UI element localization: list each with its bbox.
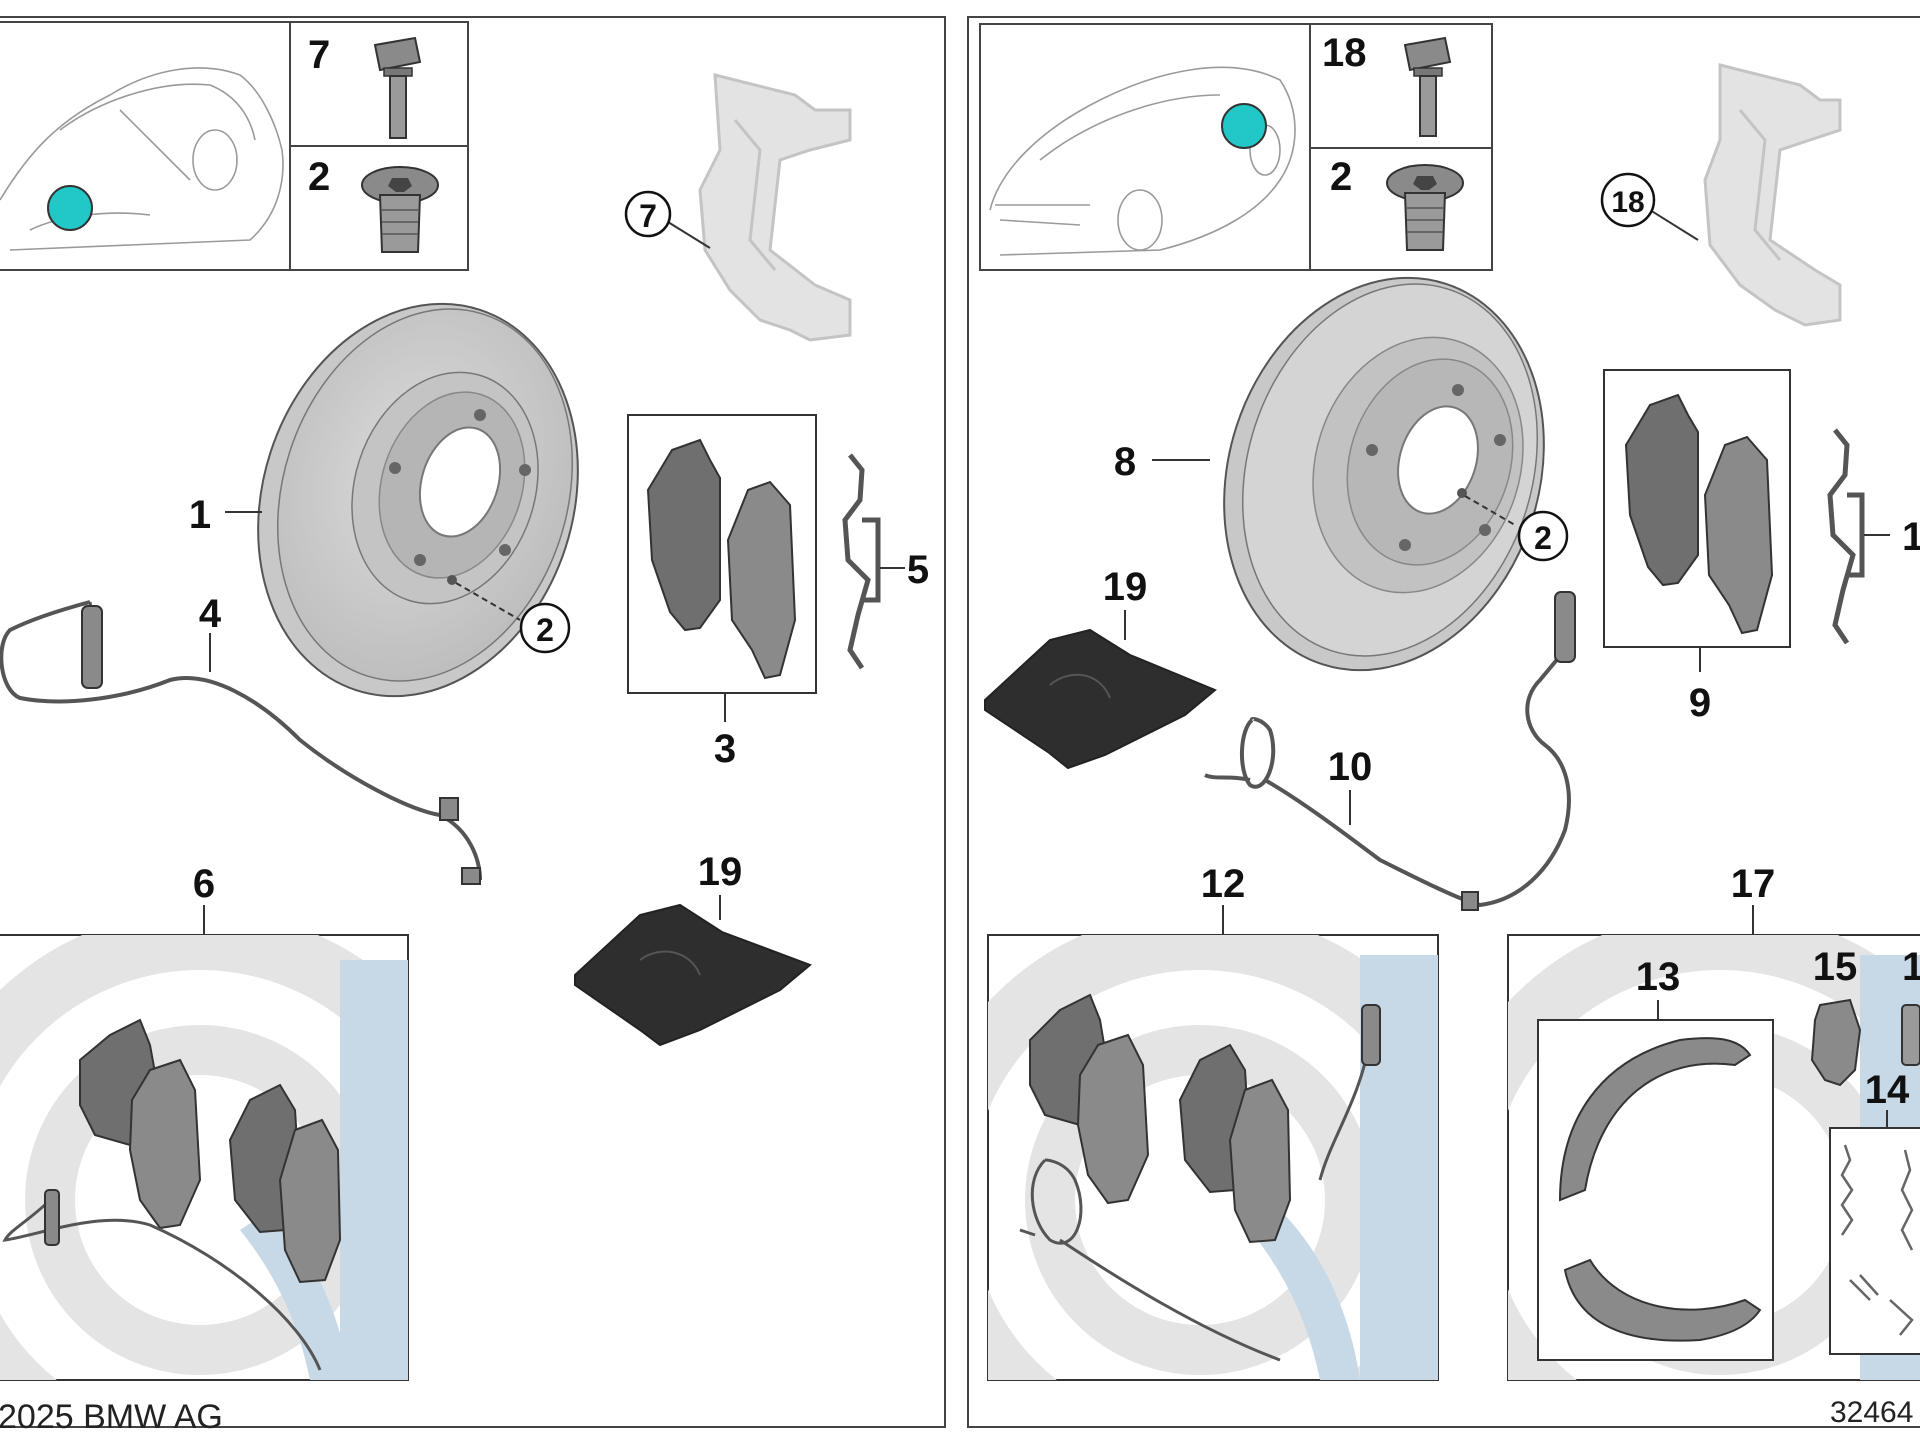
left-panel: 7 2 7 (0, 16, 946, 1436)
right-panel: 18 2 18 (967, 16, 1920, 1429)
callout-kit: 6 (193, 862, 215, 906)
brake-shoe-lower (1563, 1258, 1762, 1342)
callout-spring: 5 (907, 548, 929, 592)
wear-sensor (1204, 648, 1571, 908)
inset-label-bolt: 7 (308, 33, 330, 77)
callout-sensor: 10 (1328, 745, 1373, 789)
callout-part16: 16 (1902, 945, 1920, 989)
socket-bolt-icon (1386, 164, 1464, 251)
callout-part15: 15 (1813, 945, 1858, 989)
spring-set (1840, 1144, 1914, 1336)
hex-bolt-icon (373, 36, 422, 139)
caliper-bracket (698, 73, 852, 342)
right-inset: 18 2 (979, 23, 1493, 271)
locator-dot-icon (1221, 103, 1267, 149)
callout-disc-bolt: 2 (536, 612, 554, 648)
callout-pads: 9 (1689, 681, 1711, 725)
brake-shoe-upper (1558, 1037, 1752, 1202)
adjuster-part (1810, 998, 1862, 1087)
callout-pads: 3 (714, 727, 736, 771)
left-inset: 7 2 (0, 21, 469, 271)
brake-pads-set (1603, 369, 1791, 648)
brake-pads-set (627, 414, 817, 694)
caliper-bracket (1703, 63, 1842, 327)
callout-kit: 12 (1201, 862, 1246, 906)
callout-spring: 1 (1902, 515, 1920, 559)
callout-shoe-kit: 17 (1731, 862, 1776, 906)
callout-pouch: 19 (698, 850, 743, 894)
pin-part (1901, 1004, 1920, 1066)
callout-sensor: 4 (199, 592, 222, 636)
inset-label-socket: 2 (1330, 155, 1352, 199)
callout-pouch: 19 (1103, 565, 1148, 609)
left-panel-frame (0, 16, 946, 1428)
grease-pouch (984, 628, 1217, 770)
car-outline-icon (0, 67, 284, 251)
grease-pouch (574, 903, 812, 1047)
hex-bolt-icon (1403, 36, 1452, 137)
brake-disc (1223, 276, 1545, 672)
brake-pad-kit (0, 934, 409, 1381)
anti-rattle-spring (842, 453, 881, 670)
right-panel-frame (967, 16, 1920, 1428)
inset-label-bolt: 18 (1322, 31, 1367, 75)
callout-part14: 14 (1865, 1068, 1910, 1112)
brake-disc (257, 302, 579, 698)
callout-bracket: 18 (1611, 186, 1644, 219)
copyright-text: 2025 BMW AG (0, 1398, 223, 1436)
inset-label-socket: 2 (308, 155, 330, 199)
locator-dot-icon (47, 185, 93, 231)
socket-bolt-icon (361, 166, 439, 253)
parking-brake-shoe-kit: 13 15 16 14 (1507, 934, 1920, 1381)
callout-disc-bolt: 2 (1534, 520, 1552, 556)
anti-rattle-spring (1827, 428, 1865, 645)
callout-disc: 1 (189, 493, 211, 537)
callout-bracket: 7 (639, 198, 657, 234)
callout-disc: 8 (1114, 440, 1136, 484)
brake-pad-kit (987, 934, 1439, 1381)
callout-shoes: 13 (1636, 955, 1681, 999)
diagram-number: 32464 (1830, 1396, 1913, 1429)
